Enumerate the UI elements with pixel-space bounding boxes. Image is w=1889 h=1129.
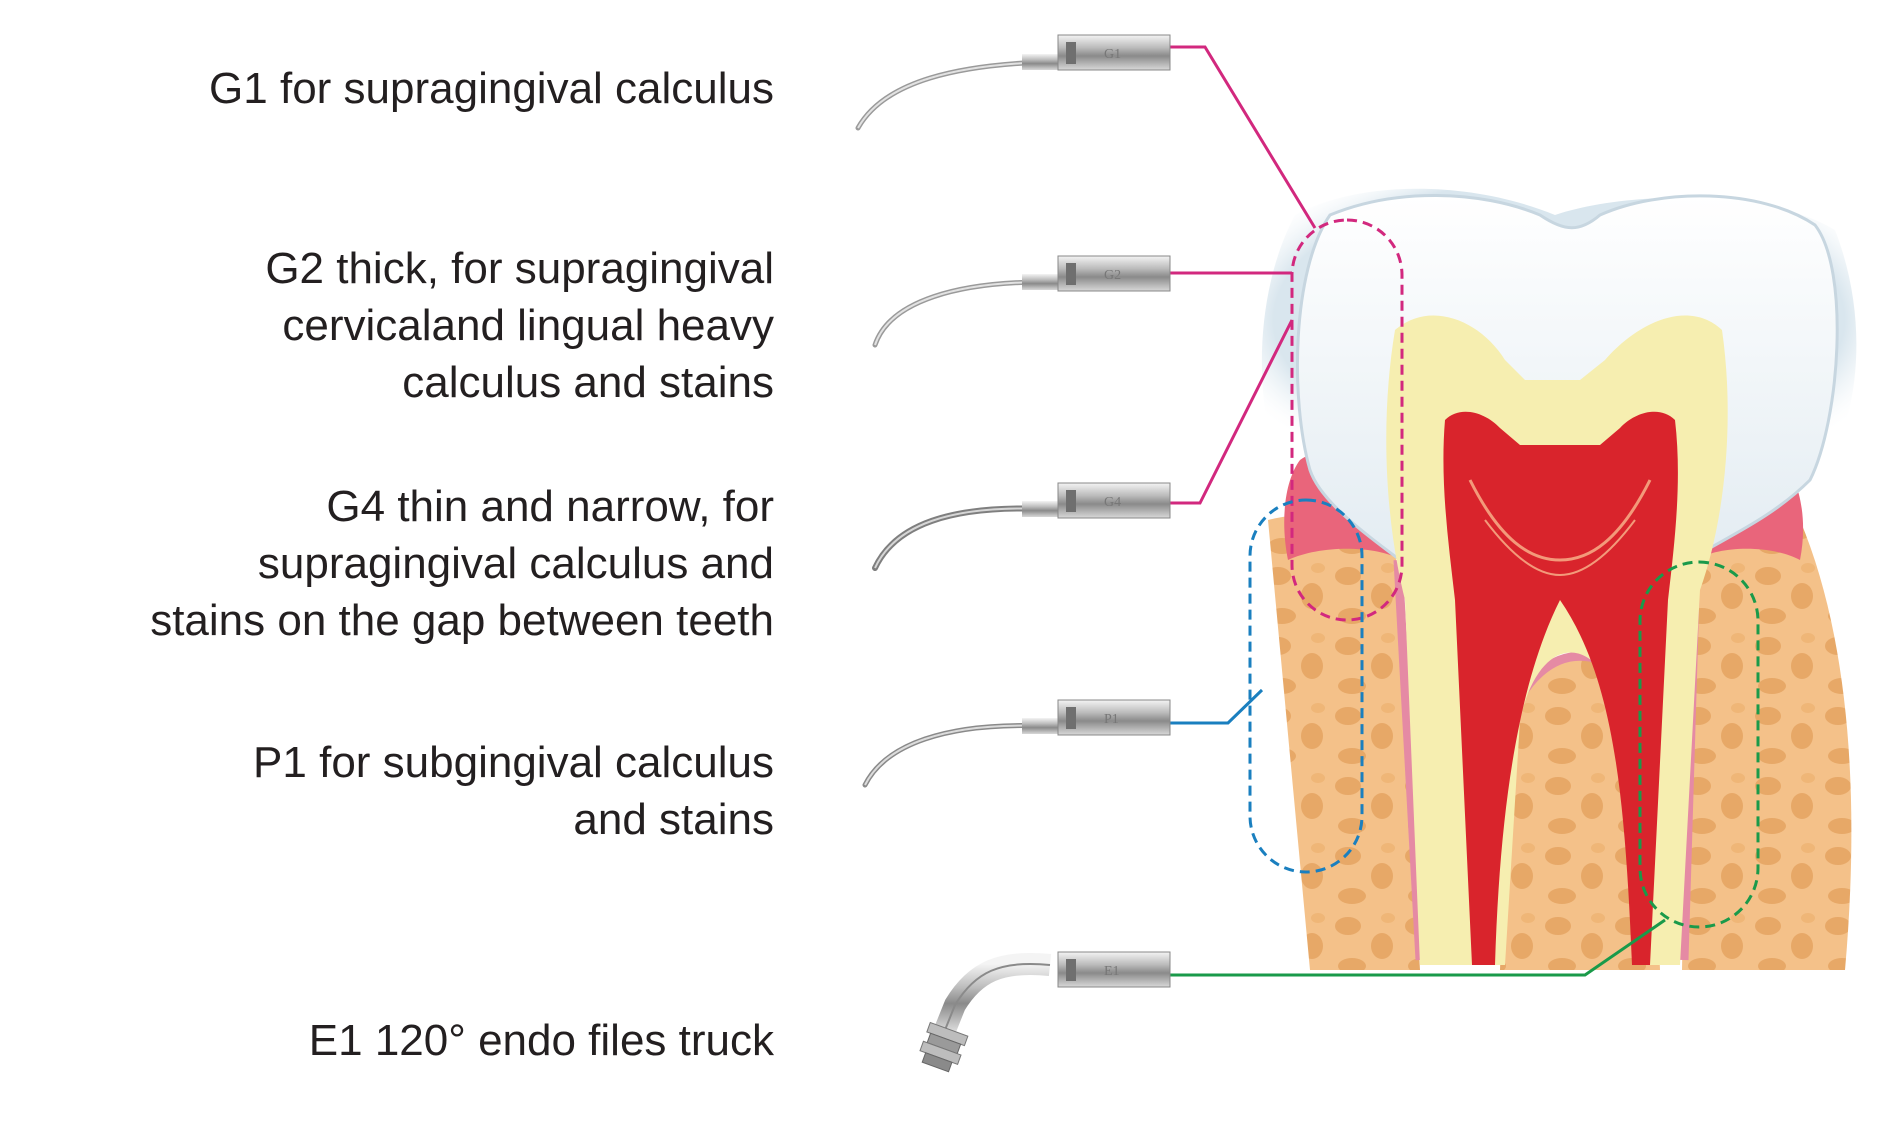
g1-tip-image: G1 [855, 34, 1171, 131]
g4-leader-line [1166, 319, 1294, 505]
g2-tip-code: G2 [1104, 268, 1121, 283]
label-e1: E1 120° endo files truck [308, 1016, 774, 1065]
e1-leader-line [1166, 918, 1666, 977]
label-g4: G4 thin and narrow, for supragingival ca… [150, 482, 774, 645]
e1-tip-code: E1 [1104, 964, 1120, 979]
label-g1: G1 for supragingival calculus [209, 64, 774, 113]
g4-tip-code: G4 [1104, 495, 1121, 510]
g4-tip-image: G4 [872, 482, 1171, 571]
p1-leader-line [1166, 688, 1264, 725]
pulp [1443, 411, 1678, 966]
e1-tip-image: E1 [919, 951, 1171, 1073]
g-zone-outline [1290, 218, 1404, 622]
alveolar-bone [1268, 513, 1420, 970]
g2-tip-image: G2 [872, 255, 1171, 348]
p1-tip-code: P1 [1104, 712, 1119, 727]
tooth-illustration [1261, 188, 1857, 970]
e1-zone-outline [1638, 560, 1760, 929]
g1-leader-line [1166, 45, 1317, 229]
p1-tip-image: P1 [862, 699, 1171, 788]
g1-tip-code: G1 [1104, 47, 1121, 62]
label-p1: P1 for subgingival calculus and stains [253, 738, 774, 844]
p1-zone-outline [1248, 498, 1364, 874]
label-g2: G2 thick, for supragingival cervicaland … [265, 244, 774, 407]
